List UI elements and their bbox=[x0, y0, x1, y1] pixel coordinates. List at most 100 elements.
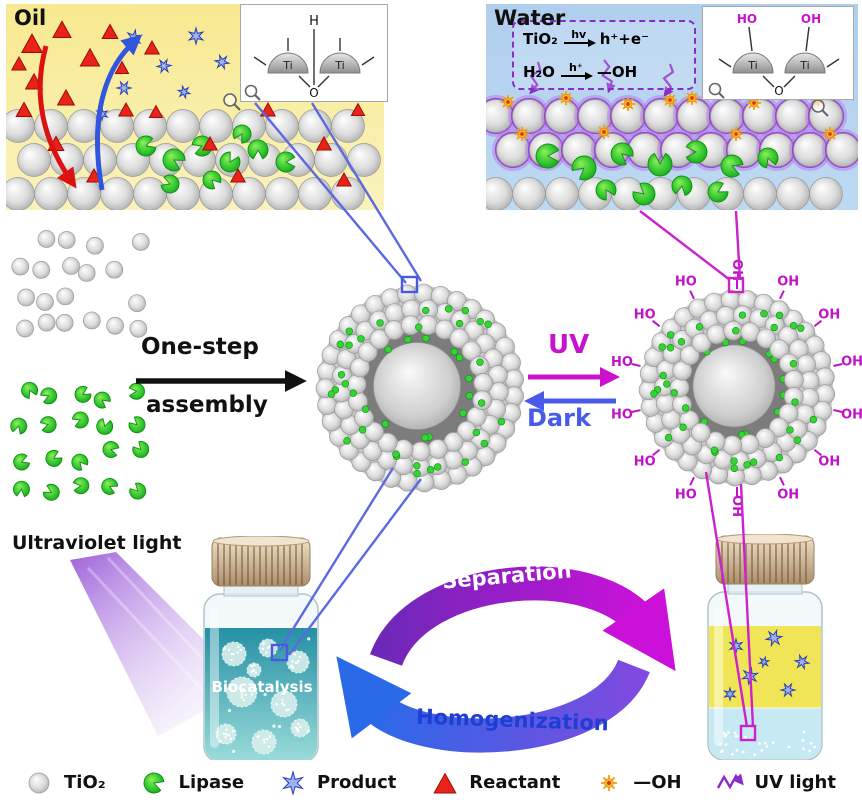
vial-body bbox=[707, 534, 823, 761]
colloidosome-dark-state bbox=[315, 283, 524, 493]
water-panel: Water TiO₂ hv h⁺+e⁻ H₂O h⁺ —OH bbox=[486, 4, 858, 210]
water-panel-title: Water bbox=[494, 6, 566, 30]
hydroxyl-radical-icon bbox=[685, 91, 699, 105]
hydroxyl-radical-icon bbox=[515, 127, 529, 141]
legend: TiO₂ Lipase Product Reactant —OH UV ligh… bbox=[0, 760, 862, 805]
hydroxyl-radical-icon bbox=[729, 127, 743, 141]
magnifier-icon bbox=[708, 82, 725, 99]
hydroxyl-ho-label: HO bbox=[737, 12, 757, 26]
product-star-icon bbox=[281, 769, 305, 796]
hydrogen-label: H bbox=[309, 14, 319, 29]
arrow-line bbox=[560, 71, 593, 80]
oil-surface-inset: H Ti Ti O bbox=[240, 4, 388, 102]
water-surface-inset: HO OH Ti Ti O bbox=[702, 6, 854, 100]
hydroxyl-radical-icon bbox=[621, 97, 635, 111]
biocatalysis-label: Biocatalysis bbox=[211, 678, 313, 696]
free-tio2-particles bbox=[11, 230, 150, 338]
hydroxyl-group-label: OH bbox=[841, 407, 862, 422]
uv-wave-icon bbox=[717, 773, 745, 789]
legend-label-product: Product bbox=[316, 772, 397, 793]
homogenization-label: Homogenization bbox=[415, 704, 610, 736]
hydroxyl-group-label: HO bbox=[675, 275, 697, 290]
oil-inset-art: H Ti Ti O bbox=[244, 14, 375, 101]
uv-label: UV bbox=[548, 330, 590, 360]
ti-label: Ti bbox=[282, 59, 292, 72]
reaction-condition: h⁺ bbox=[569, 61, 583, 74]
magnifier-icon bbox=[223, 93, 241, 111]
equation-reactant: H₂O bbox=[523, 63, 555, 81]
hydroxyl-radical-icon bbox=[501, 95, 515, 109]
legend-label-hydroxyl: —OH bbox=[633, 772, 682, 793]
separation-cycle-arrow bbox=[370, 566, 676, 672]
hydroxyl-radical-icon bbox=[663, 93, 677, 107]
legend-label-tio2: TiO₂ bbox=[64, 772, 106, 793]
water-panel-art bbox=[486, 59, 858, 210]
oxygen-label: O bbox=[774, 84, 783, 98]
equation-reactant: TiO₂ bbox=[523, 30, 558, 48]
water-tio2-particle-rows bbox=[486, 95, 858, 210]
reaction-arrow: hv bbox=[563, 28, 596, 47]
lipase-icon bbox=[143, 772, 164, 793]
reactant-in-arrow bbox=[37, 45, 77, 189]
hydroxyl-group-label: OH bbox=[777, 275, 799, 290]
oil-panel: Oil H Ti Ti O bbox=[6, 4, 388, 210]
biocatalysis-vial bbox=[203, 536, 319, 763]
equation-1: TiO₂ hv h⁺+e⁻ bbox=[523, 29, 685, 48]
free-lipase-enzymes bbox=[10, 381, 150, 501]
separated-phases-vial bbox=[707, 534, 823, 761]
reaction-arrow: h⁺ bbox=[560, 61, 593, 80]
hydroxyl-group-label: OH bbox=[777, 487, 799, 502]
assembly-label: assembly bbox=[146, 392, 268, 418]
legend-item-product: Product bbox=[279, 769, 397, 796]
oil-panel-title: Oil bbox=[14, 6, 47, 30]
legend-label-lipase: Lipase bbox=[178, 772, 245, 793]
ti-label: Ti bbox=[747, 59, 757, 72]
hydroxyl-group-label: HO bbox=[675, 487, 697, 502]
hydroxyl-sun-icon bbox=[601, 774, 618, 791]
vial-body bbox=[203, 536, 319, 763]
hydroxyl-oh-label: OH bbox=[801, 12, 821, 26]
ti-label: Ti bbox=[799, 59, 809, 72]
magnifier-icon bbox=[244, 84, 261, 101]
hydroxyl-group-label: HO bbox=[634, 455, 656, 470]
hydroxyl-group-label: OH bbox=[729, 495, 744, 517]
legend-item-hydroxyl: —OH bbox=[595, 770, 682, 796]
hydroxyl-group-label: OH bbox=[818, 455, 840, 470]
hydroxyl-group-label: HO bbox=[634, 307, 656, 322]
legend-item-uv-light: UV light bbox=[716, 770, 836, 796]
hydroxyl-radical-icon bbox=[559, 91, 573, 105]
ti-label: Ti bbox=[334, 59, 344, 72]
tio2-sphere-icon bbox=[28, 772, 50, 793]
magnifier-icon bbox=[811, 99, 829, 117]
photocatalysis-equations: TiO₂ hv h⁺+e⁻ H₂O h⁺ —OH bbox=[512, 20, 696, 90]
colloidosome-cluster bbox=[638, 289, 836, 487]
oil-tio2-particle-rows bbox=[6, 109, 381, 210]
reaction-condition: hv bbox=[571, 28, 587, 41]
legend-item-lipase: Lipase bbox=[141, 770, 245, 796]
hydroxyl-group-label: HO bbox=[611, 407, 633, 422]
equation-product: —OH bbox=[596, 63, 638, 81]
vial-cap bbox=[211, 536, 311, 587]
hydroxyl-radical-icon bbox=[597, 125, 611, 139]
reactant-triangle-icon bbox=[433, 772, 457, 793]
legend-item-reactant: Reactant bbox=[431, 770, 560, 796]
hydroxyl-radical-icon bbox=[601, 774, 618, 791]
vial-liquid bbox=[709, 626, 821, 759]
separation-label: Separation bbox=[441, 558, 573, 594]
ultraviolet-light-label: Ultraviolet light bbox=[12, 532, 182, 554]
legend-label-reactant: Reactant bbox=[469, 772, 561, 793]
hydroxyl-radical-icon bbox=[823, 127, 837, 141]
one-step-label: One-step bbox=[141, 334, 259, 360]
hydroxyl-group-label: OH bbox=[729, 259, 744, 281]
legend-label-uv-light: UV light bbox=[754, 772, 836, 793]
hydroxyl-group-label: HO bbox=[611, 355, 633, 370]
equation-2: H₂O h⁺ —OH bbox=[523, 62, 685, 81]
hydroxyl-group-label: OH bbox=[841, 355, 862, 370]
oxygen-label: O bbox=[309, 86, 318, 100]
water-inset-art: HO OH Ti Ti O bbox=[708, 12, 840, 99]
legend-item-tio2: TiO₂ bbox=[26, 770, 106, 796]
product-out-arrow bbox=[95, 34, 142, 191]
colloidosome-cluster bbox=[315, 283, 524, 493]
